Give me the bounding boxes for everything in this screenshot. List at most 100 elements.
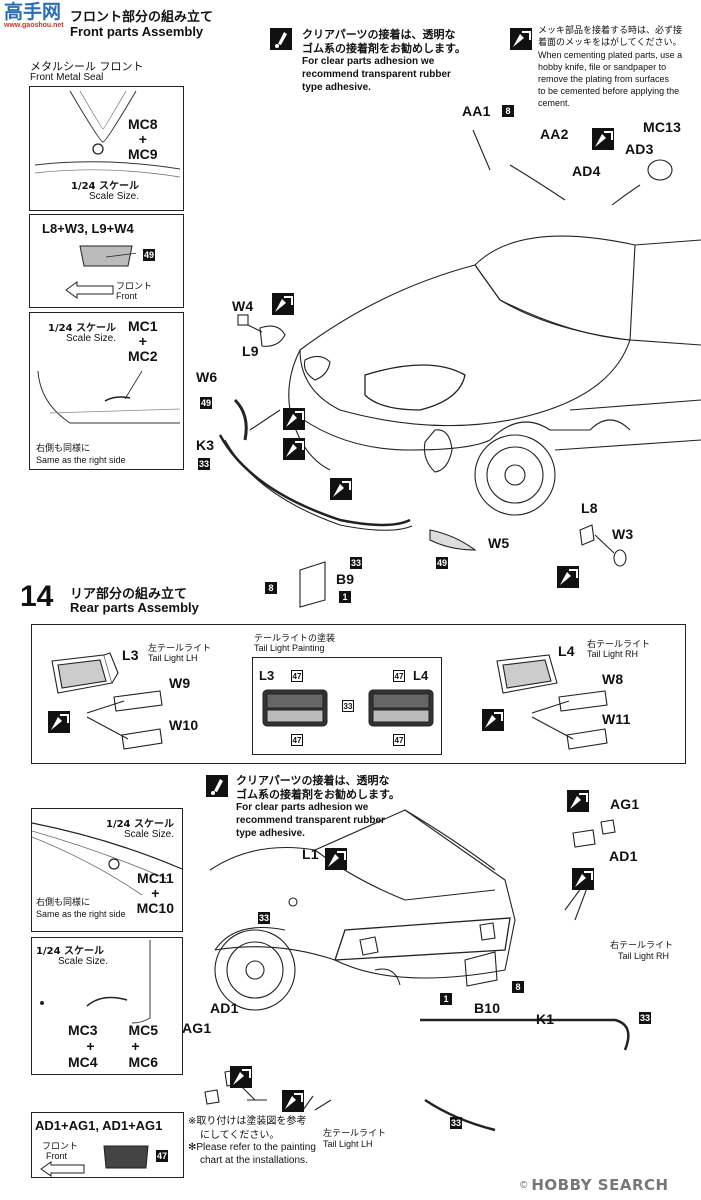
tail-rh-jp: 右テールライト bbox=[587, 640, 651, 650]
bottom-code: 47 bbox=[156, 1150, 168, 1162]
seal2-mc5: MC5 bbox=[128, 1022, 158, 1038]
plating-note-en3: remove the plating from surfaces bbox=[538, 74, 670, 84]
seal1-right-en: Same as the right side bbox=[36, 909, 126, 919]
seal1-scale-en: Scale Size. bbox=[123, 829, 174, 840]
emblem-panel: 1/24 スケール Scale Size. MC1 + MC2 右側も同様に S… bbox=[29, 312, 184, 470]
clear14-en3: type adhesive. bbox=[236, 828, 305, 839]
emblem-part-2: MC2 bbox=[128, 348, 158, 364]
front-car-illustration bbox=[218, 129, 701, 608]
glue-icon-tail-lh bbox=[48, 711, 70, 733]
glue-icon-bumper bbox=[330, 478, 352, 500]
copyright-label: © bbox=[520, 1179, 528, 1191]
label-W5: W5 bbox=[488, 535, 510, 551]
bottom-note-en2: chart at the installations. bbox=[200, 1155, 308, 1166]
painting-lights bbox=[262, 689, 434, 727]
painting-c33: 33 bbox=[342, 700, 354, 712]
emblem-part-plus: + bbox=[138, 333, 147, 349]
seal-part-plus: + bbox=[138, 131, 147, 147]
tail-rh-en: Tail Light RH bbox=[587, 649, 639, 659]
lens-combo: L8+W3, L9+W4 bbox=[42, 221, 134, 236]
seal2-scale-en: Scale Size. bbox=[58, 956, 109, 967]
code-33-b9: 33 bbox=[350, 557, 362, 569]
label-tail-lh-en: Tail Light LH bbox=[323, 1139, 373, 1149]
watermark-brand: 高手网 bbox=[4, 1, 62, 23]
emblem-scale-jp: 1/24 スケール bbox=[48, 323, 117, 334]
label-MC13: MC13 bbox=[643, 119, 682, 135]
plating-note-jp1: メッキ部品を接着する時は、必ず接 bbox=[538, 26, 683, 36]
glue-icon-aa bbox=[592, 128, 614, 150]
clear-note-jp1: クリアパーツの接着は、透明な bbox=[302, 28, 456, 41]
tail-lh-w10: W10 bbox=[169, 717, 199, 733]
bottom-lens-panel: AD1+AG1, AD1+AG1 フロント Front 47 bbox=[31, 1112, 184, 1178]
lens-shape bbox=[79, 245, 136, 267]
tail-rh-part: L4 bbox=[558, 643, 575, 659]
front-arrow-icon bbox=[65, 281, 114, 299]
emblem-right-en: Same as the right side bbox=[36, 455, 126, 465]
tail-lh-part: L3 bbox=[122, 647, 139, 663]
seal-title-jp: メタルシール フロント bbox=[30, 60, 144, 73]
tail-rh-w11: W11 bbox=[602, 711, 631, 727]
label-K1: K1 bbox=[536, 1011, 555, 1027]
clear-glue-icon-14 bbox=[206, 775, 228, 797]
rear-pillar-sketch bbox=[32, 822, 183, 896]
footer-brand-area: © HOBBY SEARCH bbox=[520, 1174, 669, 1196]
plating-note-en2: hobby knife, file or sandpaper to bbox=[538, 62, 667, 72]
glue-icon-tail-rh bbox=[482, 709, 504, 731]
step14-title-en: Rear parts Assembly bbox=[70, 600, 199, 615]
seal1-part-1: MC11 bbox=[137, 870, 174, 886]
glue-icon-tail-rh-car bbox=[572, 868, 594, 890]
label-tail-rh-en: Tail Light RH bbox=[618, 951, 670, 961]
clear-note-en3: type adhesive. bbox=[302, 82, 371, 93]
label-B9: B9 bbox=[336, 571, 355, 587]
label-tail-lh-jp: 左テールライト bbox=[323, 1129, 387, 1139]
clear14-jp2: ゴム系の接着剤をお勧めします。 bbox=[236, 788, 400, 801]
plating-note-jp2: 着面のメッキをはがしてください。 bbox=[538, 38, 682, 48]
hobby-search-logo: HOBBY SEARCH bbox=[531, 1176, 669, 1194]
bottom-note-en1: ✻Please refer to the painting bbox=[188, 1142, 316, 1153]
label-W4: W4 bbox=[232, 298, 254, 314]
seal1-right-jp: 右側も同様に bbox=[36, 898, 91, 908]
glue-icon-tail-lh-car bbox=[282, 1090, 304, 1112]
glue-icon-w4 bbox=[272, 293, 294, 315]
label-W3: W3 bbox=[612, 526, 634, 542]
painting-L4: L4 bbox=[413, 668, 429, 683]
step13-title-jp: フロント部分の組み立て bbox=[70, 10, 214, 25]
rear-seal-panel-1: 1/24 スケール Scale Size. MC11 + MC10 右側も同様に… bbox=[31, 808, 183, 932]
emblem-right-jp: 右側も同様に bbox=[36, 444, 91, 454]
step14-title-jp: リア部分の組み立て bbox=[70, 587, 188, 602]
hood-sketch bbox=[34, 90, 181, 178]
tail-lh-w9: W9 bbox=[169, 675, 191, 691]
label-L1: L1 bbox=[302, 846, 319, 862]
code-8-aa1: 8 bbox=[502, 105, 514, 117]
seal2-plus-1: + bbox=[86, 1038, 95, 1054]
seal2-mc3: MC3 bbox=[68, 1022, 98, 1038]
label-L9: L9 bbox=[242, 343, 259, 359]
seal1-part-plus: + bbox=[151, 885, 160, 901]
painting-en: Tail Light Painting bbox=[254, 643, 325, 653]
seal2-mc6: MC6 bbox=[128, 1054, 158, 1070]
painting-c47b: 47 bbox=[393, 670, 405, 682]
label-AD1-left: AD1 bbox=[210, 1000, 239, 1016]
lens-panel: L8+W3, L9+W4 49 フロント Front bbox=[29, 214, 184, 308]
emblem-part-1: MC1 bbox=[128, 318, 158, 334]
label-AA2: AA2 bbox=[540, 126, 569, 142]
plating-icon bbox=[510, 28, 532, 50]
clear14-jp1: クリアパーツの接着は、透明な bbox=[236, 774, 390, 787]
front-seal-panel: MC8 + MC9 1/24 スケール Scale Size. bbox=[29, 86, 184, 211]
lens-front-jp: フロント bbox=[116, 282, 153, 292]
plating-note-en1: When cementing plated parts, use a bbox=[538, 50, 683, 60]
code-33-bottom: 33 bbox=[450, 1117, 462, 1129]
emblem-scale-en: Scale Size. bbox=[66, 333, 117, 344]
painting-c47c: 47 bbox=[291, 734, 303, 746]
glue-icon-l8 bbox=[557, 566, 579, 588]
seal-scale-jp: 1/24 スケール bbox=[70, 181, 139, 192]
rear-seal-panel-2: 1/24 スケール Scale Size. MC3 MC5 + + MC4 MC… bbox=[31, 937, 183, 1075]
code-33-k3: 33 bbox=[198, 458, 210, 470]
code-49-w6: 49 bbox=[200, 397, 212, 409]
glue-icon-k3 bbox=[283, 438, 305, 460]
label-AA1: AA1 bbox=[462, 103, 491, 119]
clear-note-en2: recommend transparent rubber bbox=[302, 69, 451, 80]
code-33-l1: 33 bbox=[258, 912, 270, 924]
code-33-k1: 33 bbox=[639, 1012, 651, 1024]
label-AG1-left: AG1 bbox=[182, 1020, 212, 1036]
